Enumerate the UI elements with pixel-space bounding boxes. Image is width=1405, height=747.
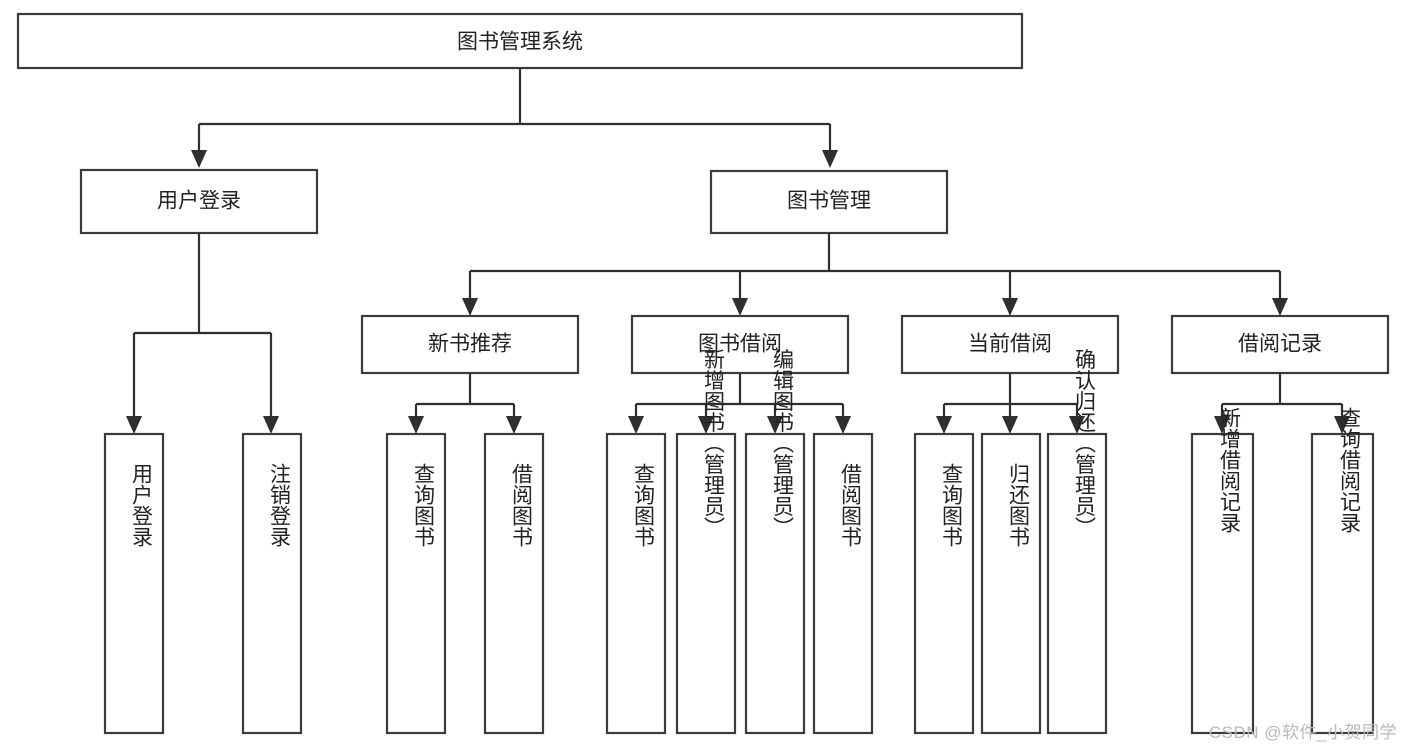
node-current-borrow[interactable]: 当前借阅 bbox=[900, 314, 1120, 375]
arrow-to-borrow-record bbox=[1272, 298, 1288, 316]
arrow-to-leaf-query-book-2 bbox=[628, 416, 644, 434]
node-leaf-confirm-return-label: 确认归还（管理员） bbox=[1073, 349, 1097, 538]
node-book-borrow-box bbox=[630, 314, 850, 375]
node-leaf-add-record-label: 新增借阅记录 bbox=[1218, 407, 1242, 533]
arrow-to-leaf-confirm-return bbox=[1069, 416, 1085, 434]
arrow-to-leaf-query-book-3 bbox=[936, 416, 952, 434]
node-book-management-label: 图书管理 bbox=[787, 190, 871, 213]
node-user-login-box bbox=[79, 168, 319, 235]
node-leaf-borrow-book-1-label: 借阅图书 bbox=[510, 463, 534, 547]
node-book-management-box bbox=[709, 169, 949, 235]
node-leaf-logout-login-box bbox=[241, 432, 303, 735]
node-leaf-edit-book[interactable]: 编辑图书（管理员） bbox=[744, 349, 806, 735]
arrow-to-leaf-add-book bbox=[698, 416, 714, 434]
node-leaf-query-book-2-label: 查询图书 bbox=[632, 463, 656, 547]
node-book-borrow-label: 图书借阅 bbox=[698, 333, 782, 356]
node-root-box bbox=[16, 12, 1024, 70]
node-leaf-query-book-3-label: 查询图书 bbox=[940, 463, 964, 547]
node-leaf-add-record[interactable]: 新增借阅记录 bbox=[1190, 407, 1255, 735]
node-user-login[interactable]: 用户登录 bbox=[79, 168, 319, 235]
node-borrow-record[interactable]: 借阅记录 bbox=[1170, 314, 1390, 375]
node-book-borrow[interactable]: 图书借阅 bbox=[630, 314, 850, 375]
node-leaf-logout-login-label: 注销登录 bbox=[268, 463, 292, 547]
connector-user-login-bus bbox=[132, 233, 273, 418]
node-leaf-query-record-box bbox=[1310, 432, 1375, 735]
arrow-to-current-borrow bbox=[1002, 298, 1018, 316]
node-leaf-return-book-label: 归还图书 bbox=[1007, 463, 1031, 547]
node-user-login-label: 用户登录 bbox=[157, 190, 241, 213]
arrow-to-user-login bbox=[191, 150, 207, 168]
arrow-to-leaf-edit-book bbox=[767, 416, 783, 434]
node-leaf-return-book[interactable]: 归还图书 bbox=[980, 432, 1042, 735]
node-leaf-query-book-1[interactable]: 查询图书 bbox=[385, 432, 447, 735]
node-leaf-query-book-1-label: 查询图书 bbox=[412, 463, 436, 547]
arrow-to-leaf-add-record bbox=[1214, 416, 1230, 434]
node-leaf-borrow-book-2[interactable]: 借阅图书 bbox=[812, 432, 874, 735]
node-leaf-query-book-3[interactable]: 查询图书 bbox=[913, 432, 975, 735]
node-leaf-return-book-box bbox=[980, 432, 1042, 735]
node-borrow-record-box bbox=[1170, 314, 1390, 375]
node-leaf-logout-login[interactable]: 注销登录 bbox=[241, 432, 303, 735]
arrow-to-leaf-logout-login bbox=[263, 416, 279, 434]
node-current-borrow-label: 当前借阅 bbox=[968, 333, 1052, 356]
node-root[interactable]: 图书管理系统 bbox=[16, 12, 1024, 70]
node-leaf-user-login-box bbox=[103, 432, 165, 735]
node-leaf-borrow-book-2-box bbox=[812, 432, 874, 735]
node-leaf-query-book-2[interactable]: 查询图书 bbox=[605, 432, 667, 735]
node-leaf-add-book-label: 新增图书（管理员） bbox=[702, 349, 726, 538]
node-leaf-borrow-book-1-box bbox=[483, 432, 545, 735]
node-leaf-query-record-label: 查询借阅记录 bbox=[1338, 407, 1362, 533]
node-leaf-user-login-label: 用户登录 bbox=[130, 463, 154, 547]
connector-book-borrow-bus bbox=[634, 373, 845, 418]
node-leaf-add-book-box bbox=[675, 432, 737, 735]
node-leaf-query-book-2-box bbox=[605, 432, 667, 735]
node-borrow-record-label: 借阅记录 bbox=[1238, 333, 1322, 356]
node-new-book-recommend-label: 新书推荐 bbox=[428, 333, 512, 356]
arrow-to-leaf-query-record bbox=[1334, 416, 1350, 434]
node-new-book-recommend[interactable]: 新书推荐 bbox=[360, 314, 580, 375]
arrow-to-new-book-recommend bbox=[462, 298, 478, 316]
node-leaf-query-book-1-box bbox=[385, 432, 447, 735]
node-root-label: 图书管理系统 bbox=[457, 31, 583, 54]
node-leaf-add-book[interactable]: 新增图书（管理员） bbox=[675, 349, 737, 735]
node-leaf-query-book-3-box bbox=[913, 432, 975, 735]
connector-layer bbox=[126, 68, 1350, 434]
connector-borrow-record-bus bbox=[1220, 373, 1344, 418]
arrow-to-leaf-borrow-book-1 bbox=[506, 416, 522, 434]
connector-new-book-recommend-bus bbox=[414, 373, 516, 418]
arrow-to-leaf-return-book bbox=[1002, 416, 1018, 434]
arrow-to-book-management bbox=[822, 150, 838, 168]
node-leaf-edit-book-label: 编辑图书（管理员） bbox=[771, 349, 795, 538]
node-leaf-confirm-return[interactable]: 确认归还（管理员） bbox=[1046, 349, 1108, 735]
node-leaf-borrow-book-1[interactable]: 借阅图书 bbox=[483, 432, 545, 735]
node-leaf-confirm-return-box bbox=[1046, 432, 1108, 735]
node-new-book-recommend-box bbox=[360, 314, 580, 375]
arrow-to-leaf-query-book-1 bbox=[408, 416, 424, 434]
connector-book-management-bus bbox=[468, 233, 1282, 300]
arrow-to-leaf-user-login bbox=[126, 416, 142, 434]
node-leaf-edit-book-box bbox=[744, 432, 806, 735]
node-leaf-user-login[interactable]: 用户登录 bbox=[103, 432, 165, 735]
connector-root-to-level2 bbox=[197, 68, 832, 152]
node-leaf-query-record[interactable]: 查询借阅记录 bbox=[1310, 407, 1375, 735]
connector-current-borrow-bus bbox=[942, 373, 1079, 418]
node-current-borrow-box bbox=[900, 314, 1120, 375]
node-book-management[interactable]: 图书管理 bbox=[709, 169, 949, 235]
node-leaf-add-record-box bbox=[1190, 432, 1255, 735]
arrow-to-leaf-borrow-book-2 bbox=[835, 416, 851, 434]
node-leaf-borrow-book-2-label: 借阅图书 bbox=[839, 463, 863, 547]
arrow-to-book-borrow bbox=[732, 298, 748, 316]
